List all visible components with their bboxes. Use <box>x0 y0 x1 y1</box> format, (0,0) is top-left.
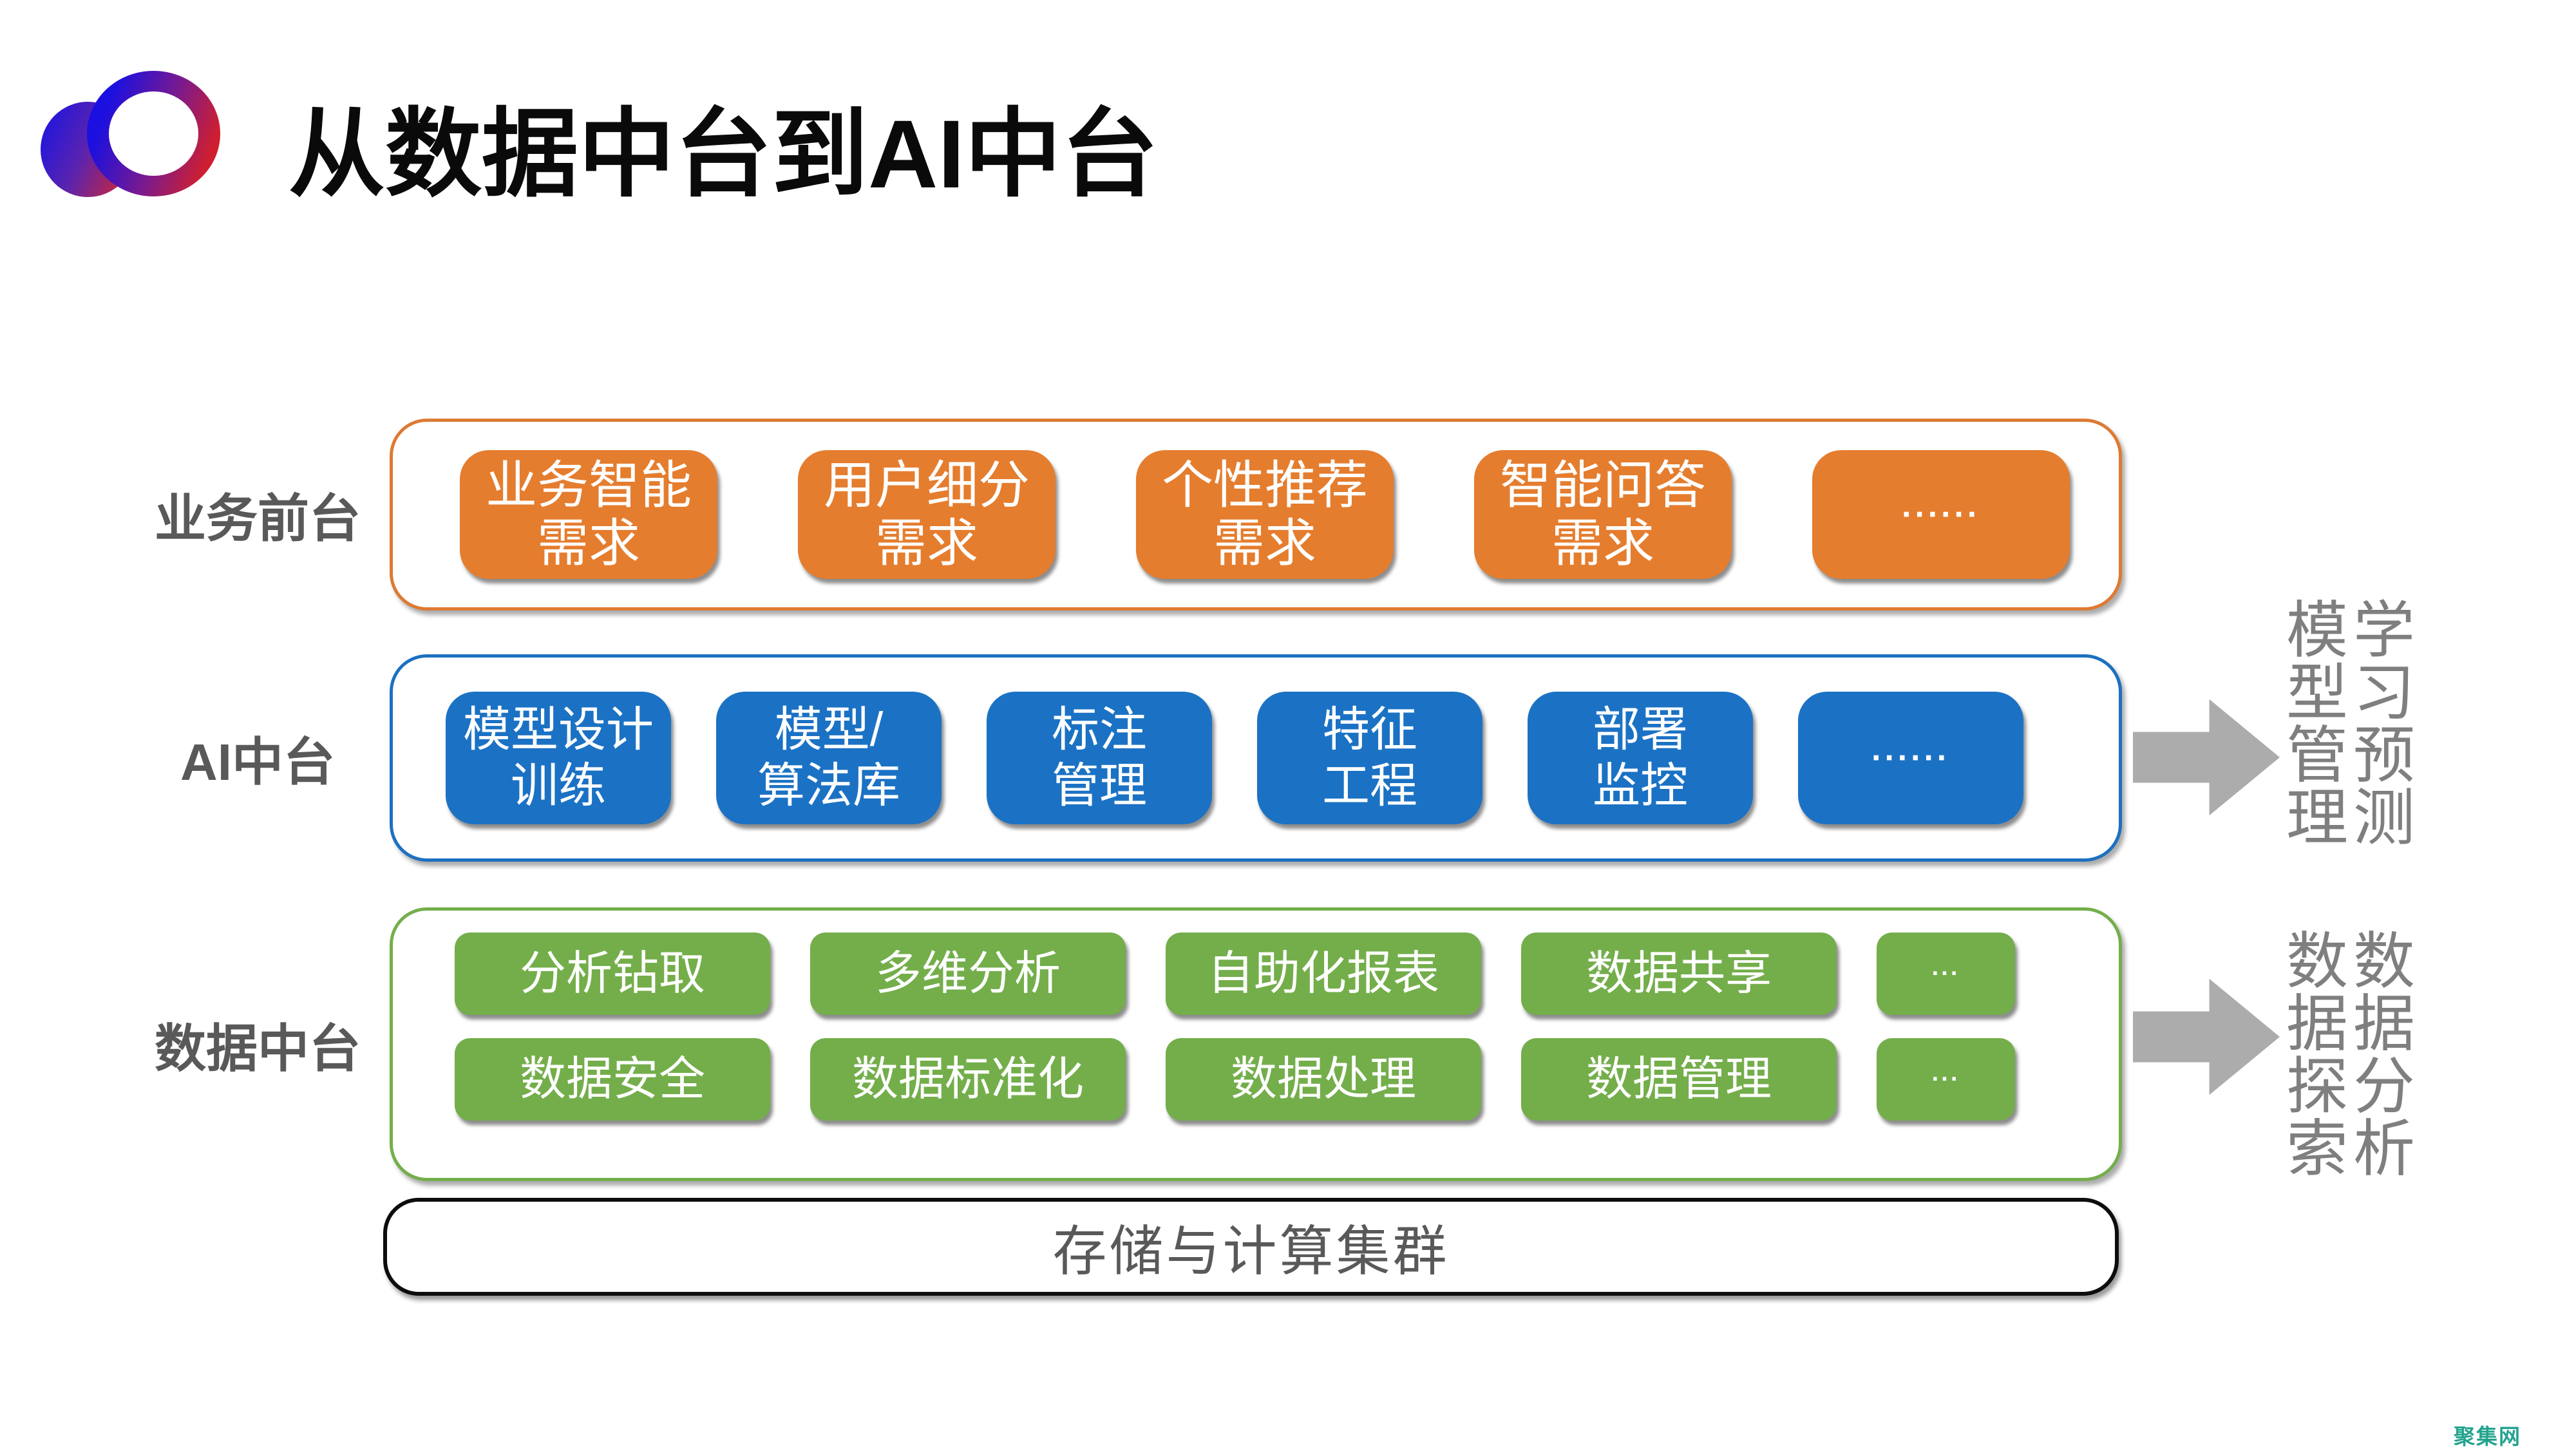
vertical-caption-learning-prediction: 学习预测 <box>2353 596 2415 853</box>
ai-box-feature-engineering: 特征 工程 <box>1257 692 1482 824</box>
logo-ring-icon <box>87 71 220 196</box>
vertical-caption-data-analysis: 数据分析 <box>2353 927 2415 1184</box>
ai-output-arrow-icon <box>2133 699 2280 816</box>
data-output-arrow-icon <box>2133 978 2280 1095</box>
watermark: 聚集网 <box>2454 1425 2521 1448</box>
front-box-user-segmentation: 用户细分 需求 <box>798 450 1056 579</box>
front-box-ellipsis: ······ <box>1812 450 2070 579</box>
layer-ai-label: AI中台 <box>180 734 335 791</box>
layer-ai-container: 模型设计 训练 模型/ 算法库 标注 管理 特征 工程 部署 监控 ······ <box>390 654 2122 862</box>
ai-box-model-algorithm-library: 模型/ 算法库 <box>716 692 942 824</box>
front-box-intelligent-qa: 智能问答 需求 <box>1474 450 1732 579</box>
data-box-data-processing: 数据处理 <box>1166 1038 1481 1121</box>
page-title: 从数据中台到AI中台 <box>289 100 1159 208</box>
data-row-1: 分析钻取 多维分析 自助化报表 数据共享 ··· <box>455 933 2119 1015</box>
ai-box-ellipsis: ······ <box>1798 692 2023 824</box>
data-box-ellipsis-1: ··· <box>1877 933 2015 1015</box>
front-box-personal-recommendation: 个性推荐 需求 <box>1136 450 1394 579</box>
layer-data-container: 分析钻取 多维分析 自助化报表 数据共享 ··· 数据安全 数据标准化 数据处理… <box>390 907 2122 1181</box>
layer-front-container: 业务智能 需求 用户细分 需求 个性推荐 需求 智能问答 需求 ······ <box>390 419 2122 611</box>
data-box-data-standardization: 数据标准化 <box>810 1038 1126 1121</box>
data-box-selfservice-report: 自助化报表 <box>1166 933 1481 1015</box>
vertical-caption-data-exploration: 数据探索 <box>2286 927 2348 1184</box>
ai-box-annotation-management: 标注 管理 <box>987 692 1212 824</box>
data-box-data-security: 数据安全 <box>455 1038 770 1121</box>
data-box-data-management: 数据管理 <box>1521 1038 1837 1121</box>
ai-box-model-design-training: 模型设计 训练 <box>446 692 671 824</box>
data-row-2: 数据安全 数据标准化 数据处理 数据管理 ··· <box>455 1038 2119 1121</box>
data-box-data-sharing: 数据共享 <box>1521 933 1837 1015</box>
layer-data-label: 数据中台 <box>155 1019 361 1077</box>
data-box-multidim-analysis: 多维分析 <box>810 933 1126 1015</box>
storage-compute-cluster-box: 存储与计算集群 <box>383 1198 2119 1296</box>
data-box-analysis-drilling: 分析钻取 <box>455 933 770 1015</box>
brand-logo <box>39 68 232 206</box>
front-box-business-intelligence: 业务智能 需求 <box>460 450 717 579</box>
layer-front-label: 业务前台 <box>155 490 361 547</box>
ai-box-deploy-monitoring: 部署 监控 <box>1528 692 1753 824</box>
vertical-caption-model-management: 模型管理 <box>2286 596 2348 853</box>
data-box-ellipsis-2: ··· <box>1877 1038 2015 1121</box>
